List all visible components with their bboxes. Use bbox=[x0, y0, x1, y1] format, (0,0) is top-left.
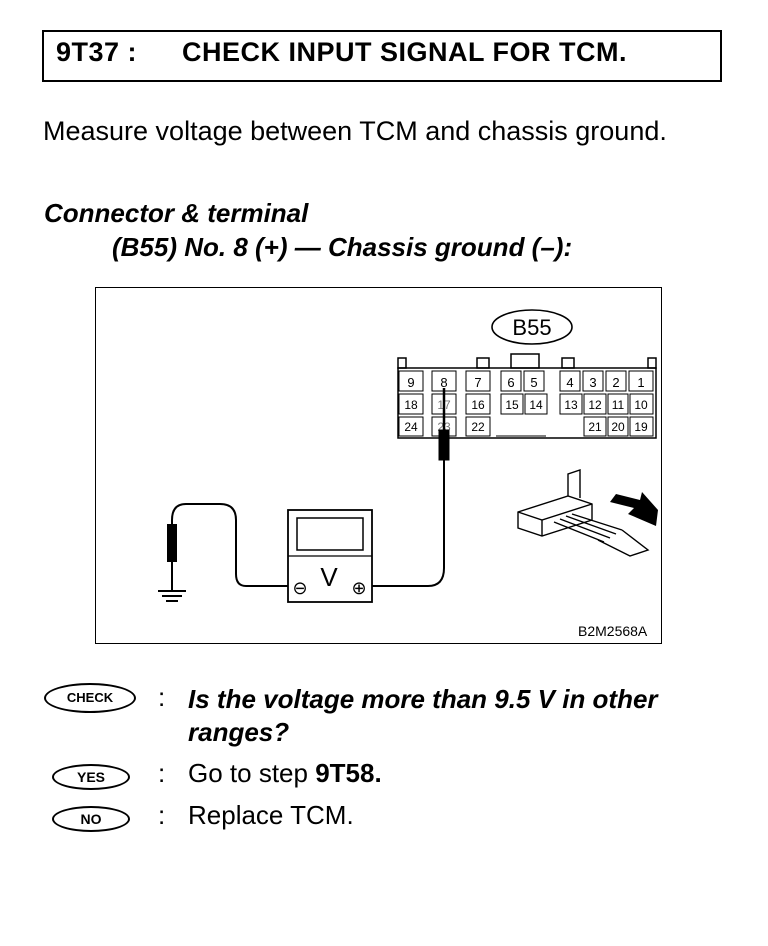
pin-label: 2 bbox=[612, 375, 619, 390]
pin-label: 5 bbox=[530, 375, 537, 390]
plus-terminal-icon: ⊕ bbox=[351, 578, 366, 598]
pin-label: 3 bbox=[589, 375, 596, 390]
pin-label: 24 bbox=[404, 420, 418, 434]
pin-label: 11 bbox=[612, 398, 625, 412]
step-header: 9T37 : CHECK INPUT SIGNAL FOR TCM. bbox=[42, 30, 722, 82]
step-title: CHECK INPUT SIGNAL FOR TCM. bbox=[182, 37, 627, 67]
connector-sketch bbox=[517, 469, 650, 557]
pin-label: 22 bbox=[471, 420, 485, 434]
check-question: Is the voltage more than 9.5 V in other … bbox=[188, 684, 658, 747]
volt-label: V bbox=[320, 562, 338, 592]
pin-label: 1 bbox=[637, 375, 644, 390]
yes-step-link: 9T58. bbox=[315, 758, 382, 788]
connector-id-ellipse bbox=[491, 309, 573, 345]
no-badge: NO bbox=[52, 806, 130, 832]
pin-label: 18 bbox=[404, 398, 418, 412]
arrow-icon bbox=[610, 492, 658, 526]
yes-colon: : bbox=[158, 758, 166, 788]
connector-face bbox=[397, 353, 657, 439]
pin-label: 8 bbox=[440, 375, 447, 390]
pin-label: 19 bbox=[634, 420, 648, 434]
wire-negative bbox=[171, 503, 288, 587]
check-badge: CHECK bbox=[44, 683, 136, 713]
no-answer: Replace TCM. bbox=[188, 800, 354, 830]
pin-row-1: 9 8 7 6 5 4 3 2 1 bbox=[398, 370, 654, 392]
connector-detail: (B55) No. 8 (+) — Chassis ground (–): bbox=[112, 232, 573, 262]
diagram-svg: B55 9 8 7 6 5 4 3 2 bbox=[158, 309, 658, 639]
minus-terminal-icon: ⊖ bbox=[292, 578, 307, 598]
pin-label: 20 bbox=[611, 420, 625, 434]
wire-positive bbox=[372, 567, 445, 587]
pin-label: 4 bbox=[566, 375, 573, 390]
voltmeter bbox=[287, 509, 373, 603]
pin-row-3: 24 23 22 21 20 19 bbox=[398, 416, 654, 437]
pin-label: 9 bbox=[407, 375, 414, 390]
step-number: 9T37 : bbox=[56, 37, 138, 67]
instruction-text: Measure voltage between TCM and chassis … bbox=[43, 116, 667, 146]
pin-label: 14 bbox=[529, 398, 543, 412]
figure-code: B2M2568A bbox=[578, 623, 648, 639]
connector-id-label: B55 bbox=[512, 315, 551, 340]
yes-answer: Go to step 9T58. bbox=[188, 758, 382, 789]
pin-label: 21 bbox=[588, 420, 602, 434]
pin-label: 13 bbox=[564, 398, 578, 412]
connector-label: Connector & terminal bbox=[44, 198, 309, 228]
yes-prefix: Go to step bbox=[188, 758, 316, 788]
yes-badge: YES bbox=[52, 764, 130, 790]
check-colon: : bbox=[158, 682, 166, 712]
wiring-diagram: B55 9 8 7 6 5 4 3 2 bbox=[95, 287, 662, 644]
pin-label: 16 bbox=[471, 398, 485, 412]
no-colon: : bbox=[158, 800, 166, 830]
probe-ground bbox=[158, 524, 186, 602]
pin-label: 15 bbox=[505, 398, 519, 412]
probe-positive bbox=[438, 388, 450, 568]
pin-label: 6 bbox=[507, 375, 514, 390]
pin-row-2: 18 17 16 15 14 13 12 11 10 bbox=[398, 393, 654, 415]
pin-label: 12 bbox=[588, 398, 602, 412]
pin-label: 7 bbox=[474, 375, 481, 390]
pin-label: 10 bbox=[634, 398, 648, 412]
